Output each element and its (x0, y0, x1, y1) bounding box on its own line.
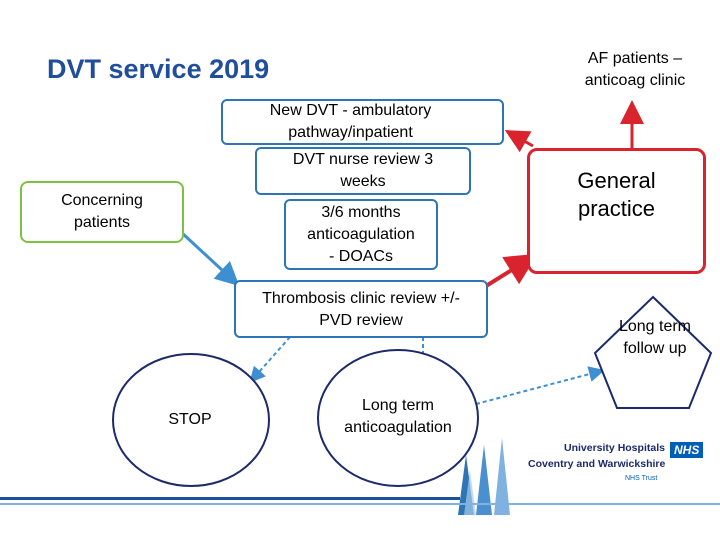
nurse-review-line-2: weeks (340, 173, 386, 190)
follow-up-line-1: Long term (618, 318, 692, 335)
trust-logo: University Hospitals Coventry and Warwic… (520, 440, 715, 490)
general-practice-box: General practice (527, 148, 706, 274)
thrombosis-line-2: PVD review (319, 312, 403, 329)
nurse-review-box: DVT nurse review 3 weeks (255, 147, 471, 195)
stop-circle (112, 353, 270, 487)
arrow-clinic-to-gp (484, 253, 538, 288)
new-dvt-line-1: New DVT - ambulatory (269, 102, 432, 119)
nurse-review-line-1: DVT nurse review 3 (292, 151, 434, 168)
af-line-2: anticoag clinic (584, 72, 686, 89)
months-line-2: anticoagulation (307, 225, 415, 243)
gp-line-1: General (577, 168, 656, 193)
long-term-follow-up-label: Long term follow up (600, 316, 710, 360)
af-patients-label: AF patients – anticoag clinic (540, 48, 720, 92)
logo-line-1: University Hospitals (564, 442, 665, 454)
arrow-clinic-to-stop (249, 336, 291, 383)
stop-label: STOP (168, 411, 212, 428)
follow-up-pentagon (593, 295, 713, 409)
page-title: DVT service 2019 (47, 54, 270, 84)
gp-line-2: practice (577, 196, 656, 221)
af-line-1: AF patients – (587, 50, 683, 67)
months-line-3: - DOACs (328, 247, 393, 265)
thrombosis-line-1: Thrombosis clinic review +/- (262, 290, 460, 307)
logo-trust-label: NHS Trust (625, 475, 658, 482)
arrow-concerning-to-clinic (180, 231, 240, 287)
new-dvt-line-2: pathway/inpatient (288, 124, 413, 141)
long-term-anticoag-line-1: Long term (361, 397, 435, 414)
logo-bar-blue (0, 497, 460, 500)
concerning-patients-box: Concerning patients (20, 181, 184, 243)
months-line-1: 3/6 months (321, 203, 401, 221)
arrow-long-term-to-follow-up (475, 366, 605, 405)
new-dvt-box: New DVT - ambulatory pathway/inpatient (221, 99, 504, 145)
concerning-line-1: Concerning (61, 192, 143, 209)
logo-line-2: Coventry and Warwickshire (528, 458, 666, 470)
arrow-gp-to-new-dvt (504, 130, 534, 153)
long-term-anticoag-label: Long term anticoagulation (323, 395, 473, 439)
long-term-anticoag-line-2: anticoagulation (344, 419, 452, 436)
logo-bar-light (0, 503, 720, 505)
anticoagulation-months-box: 3/6 months anticoagulation - DOACs (284, 199, 438, 270)
concerning-line-2: patients (73, 214, 131, 231)
nhs-badge: NHS (670, 442, 704, 458)
follow-up-line-2: follow up (623, 340, 687, 357)
long-term-anticoag-circle (317, 349, 479, 487)
thrombosis-clinic-box: Thrombosis clinic review +/- PVD review (234, 280, 488, 338)
